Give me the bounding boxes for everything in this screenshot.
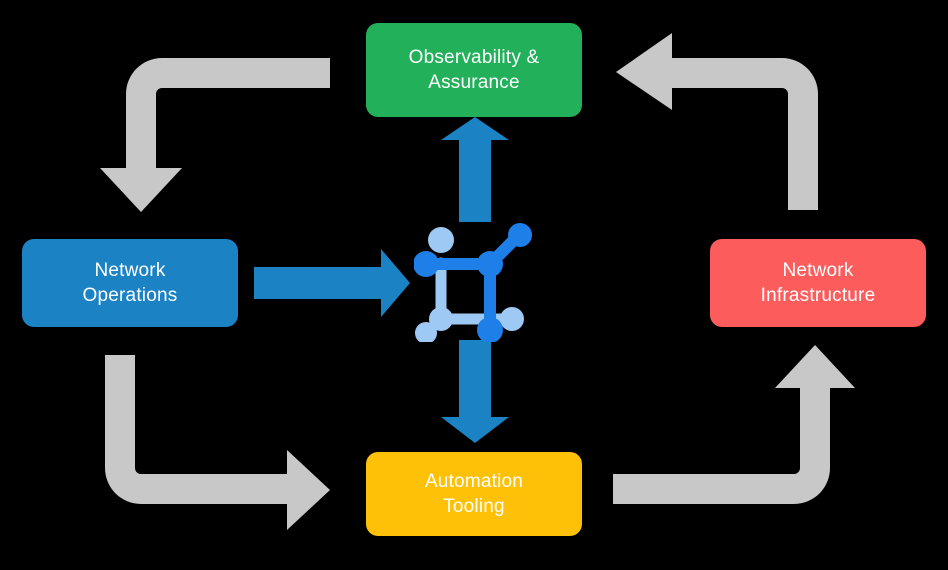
node-box-network-operations[interactable]: Network Operations [22,239,238,327]
node-label-automation-tooling: Automation Tooling [424,470,524,517]
arrow-operations-to-automation [105,355,330,530]
node-label-observability: Observability & Assurance [408,46,540,93]
arrow-observability-to-operations [100,58,330,212]
arrow-infrastructure-to-observability [616,33,818,210]
node-box-network-infrastructure[interactable]: Network Infrastructure [710,239,926,327]
node-label-network-operations: Network Operations [82,259,178,306]
network-mesh-icon [414,223,532,342]
node-box-automation-tooling[interactable]: Automation Tooling [366,452,582,536]
arrow-center-to-automation [441,340,509,443]
arrow-automation-to-infrastructure [613,345,855,504]
node-box-observability[interactable]: Observability & Assurance [366,23,582,117]
arrow-center-to-observability [441,117,509,222]
arrow-operations-to-center [254,249,410,317]
node-label-network-infrastructure: Network Infrastructure [760,259,876,306]
